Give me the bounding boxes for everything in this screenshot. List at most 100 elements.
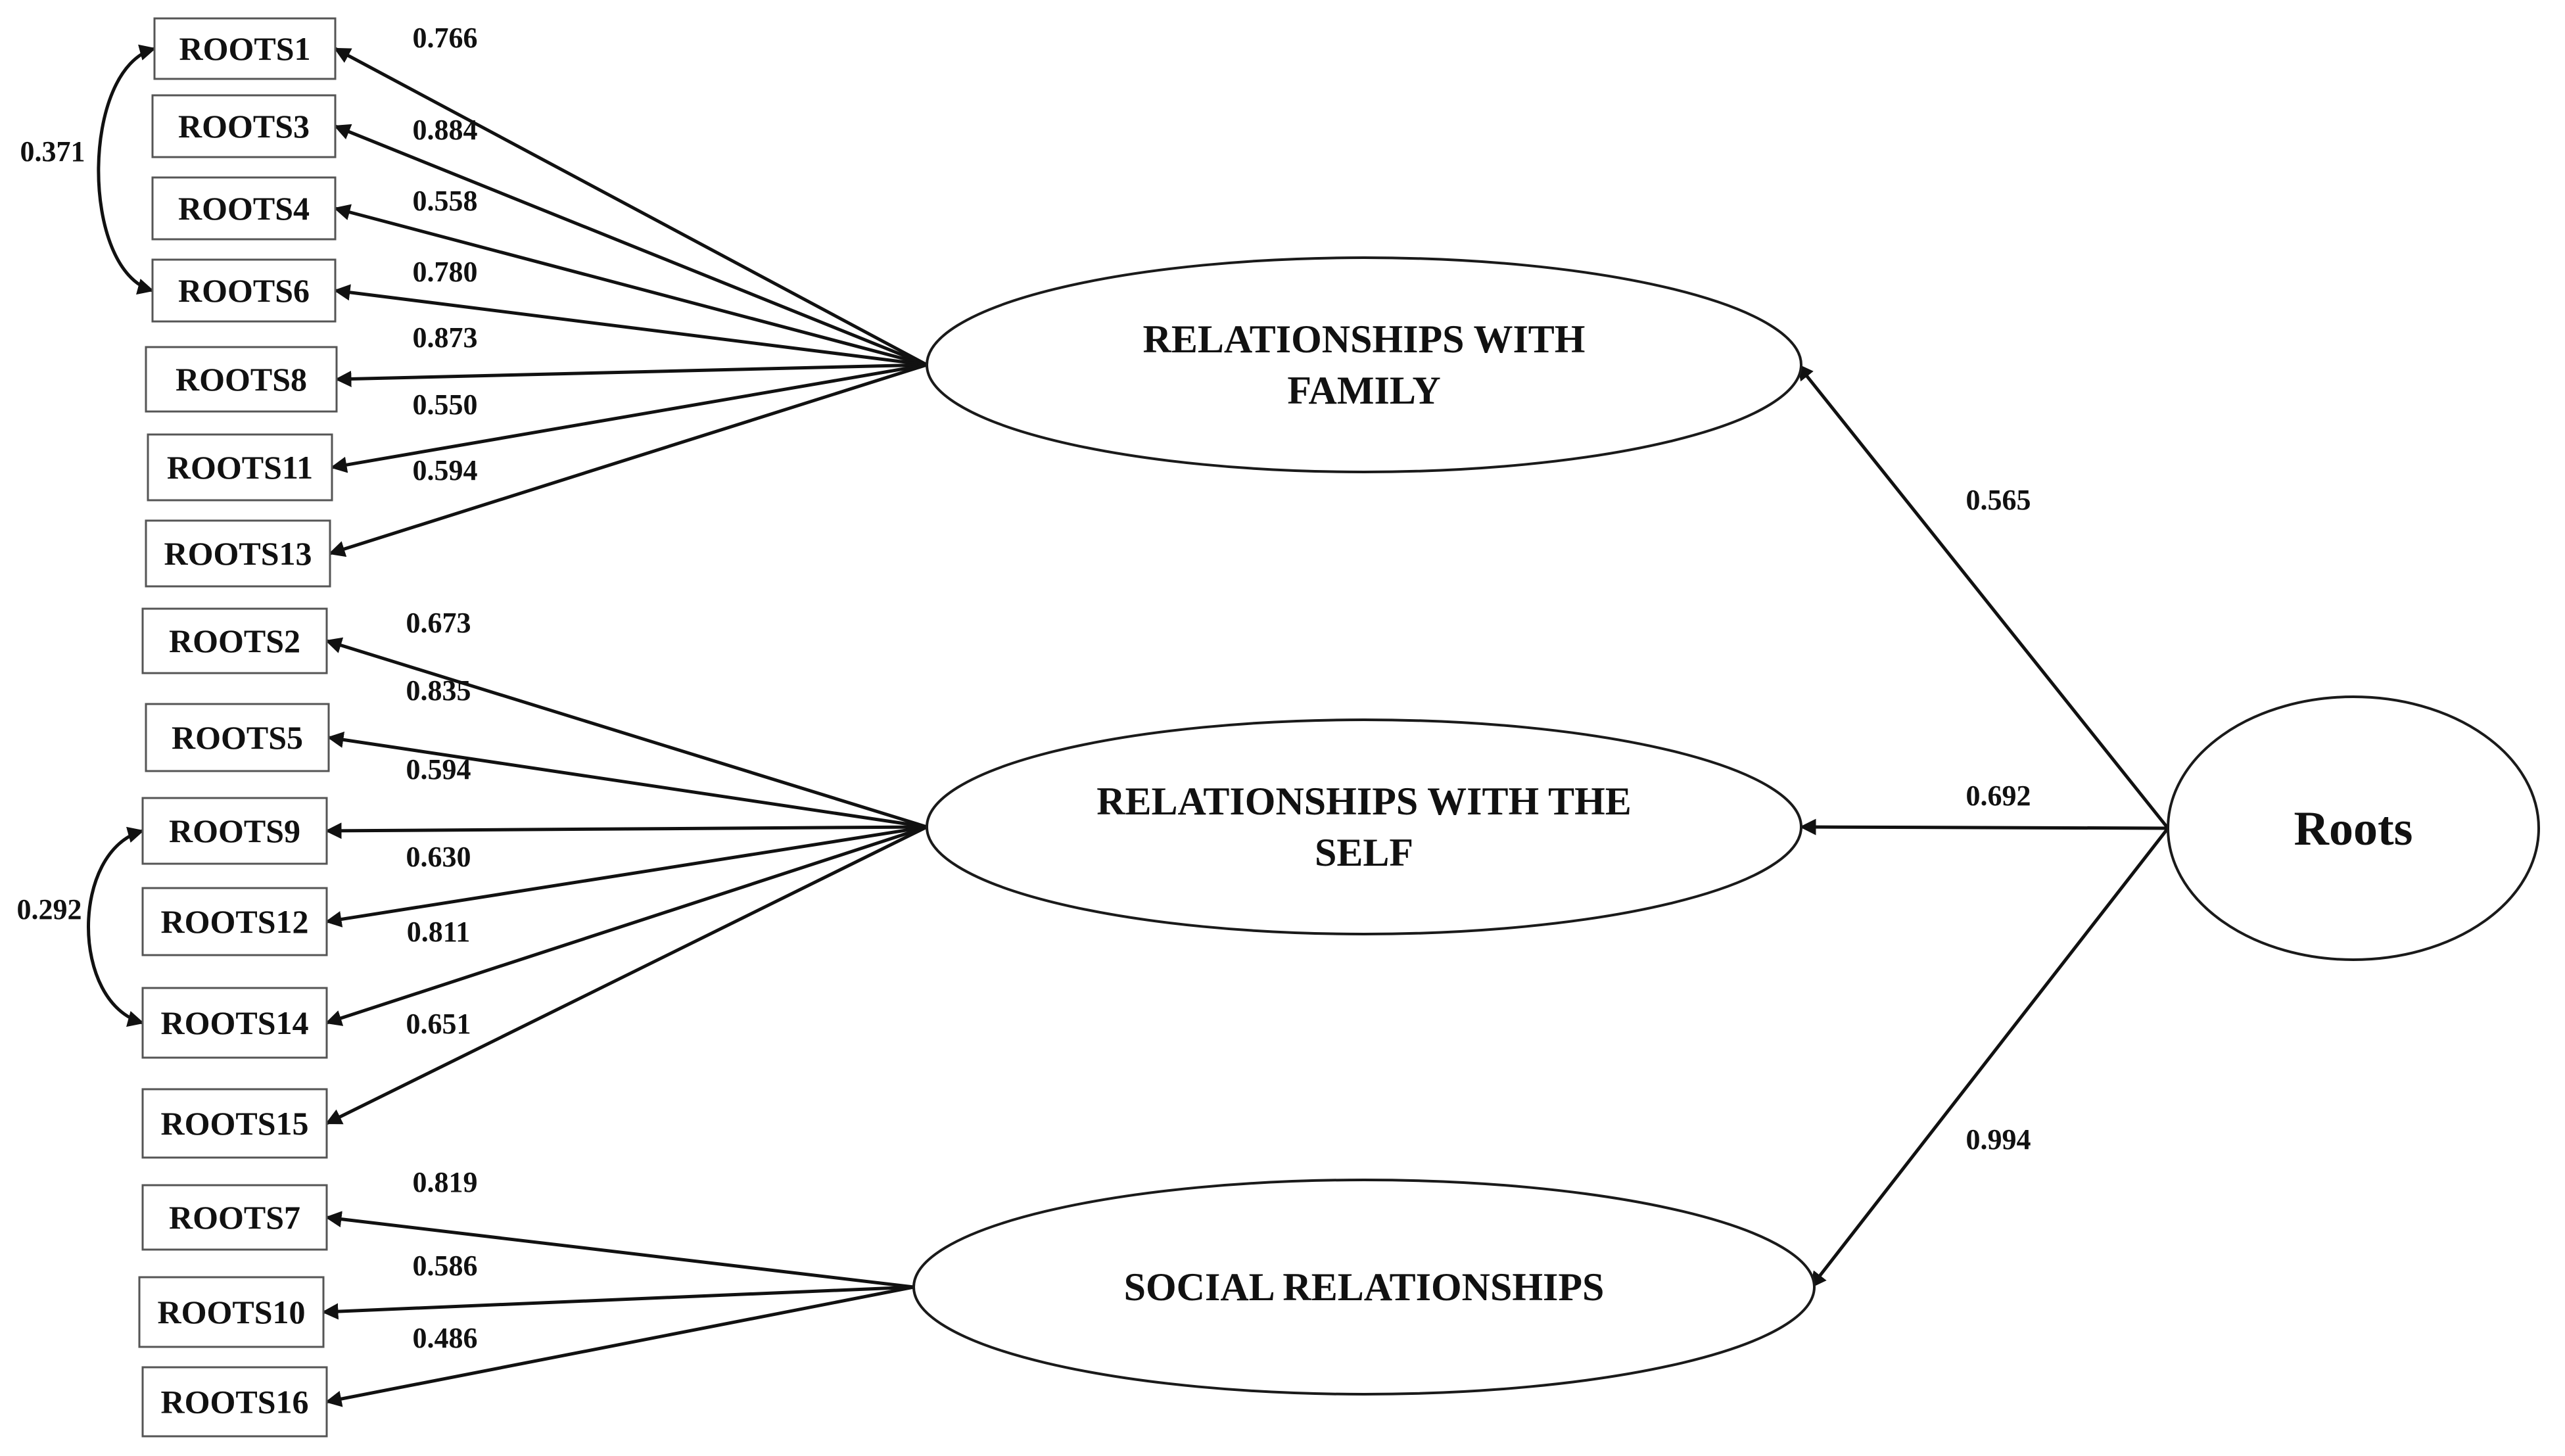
loading-path-r4 bbox=[333, 204, 928, 367]
indicator-box bbox=[138, 1276, 325, 1348]
latent-self: RELATIONSHIPS WITH THE SELF bbox=[926, 718, 1802, 935]
latent-label-line: RELATIONSHIPS WITH bbox=[1143, 317, 1586, 361]
indicator-r14: ROOTS14 bbox=[141, 987, 328, 1059]
indicator-box bbox=[151, 94, 337, 158]
indicator-box bbox=[151, 258, 337, 323]
indicator-label: ROOTS16 bbox=[160, 1384, 308, 1421]
indicator-box bbox=[141, 797, 328, 865]
loading-value: 0.586 bbox=[413, 1250, 478, 1282]
indicator-box bbox=[141, 887, 328, 956]
indicator-box bbox=[145, 346, 338, 413]
indicator-label: ROOTS10 bbox=[157, 1294, 305, 1330]
loading-path-r16 bbox=[325, 1285, 914, 1407]
indicator-label: ROOTS9 bbox=[169, 812, 300, 849]
structural-path-social bbox=[1810, 827, 2169, 1288]
indicator-r1: ROOTS1 bbox=[153, 17, 337, 80]
latent-social: SOCIAL RELATIONSHIPS bbox=[912, 1179, 1816, 1396]
latent-ellipse bbox=[926, 718, 1802, 935]
indicator-box bbox=[151, 176, 337, 241]
indicator-label: ROOTS2 bbox=[169, 622, 300, 659]
latent-label-line: FAMILY bbox=[1287, 369, 1440, 412]
loading-path-r1 bbox=[333, 47, 928, 367]
latent-ellipse bbox=[926, 256, 1802, 473]
latent-label-line: SOCIAL RELATIONSHIPS bbox=[1124, 1265, 1605, 1309]
structural-path-self bbox=[1799, 818, 2169, 835]
label-layer: 0.565 0.692 0.994 0.766 0.884 0.558 0.780 0.873… bbox=[17, 22, 2031, 1354]
indicator-r15: ROOTS15 bbox=[141, 1088, 328, 1159]
indicator-label: ROOTS11 bbox=[167, 449, 313, 486]
root-label: Roots bbox=[2294, 802, 2413, 856]
node-layer: ROOTS1ROOTS3ROOTS4ROOTS6ROOTS8ROOTS11ROO… bbox=[138, 17, 2540, 1438]
indicator-r2: ROOTS2 bbox=[141, 607, 328, 674]
indicator-r12: ROOTS12 bbox=[141, 887, 328, 956]
indicator-r5: ROOTS5 bbox=[145, 703, 330, 772]
covariance-value: 0.292 bbox=[17, 893, 82, 926]
indicator-label: ROOTS7 bbox=[169, 1199, 300, 1236]
indicator-label: ROOTS6 bbox=[178, 272, 310, 309]
indicator-label: ROOTS5 bbox=[172, 719, 303, 756]
loading-path-r14 bbox=[325, 825, 928, 1026]
path-layer bbox=[87, 44, 2169, 1407]
indicator-r16: ROOTS16 bbox=[141, 1366, 328, 1438]
loading-value: 0.811 bbox=[407, 916, 471, 948]
indicator-r11: ROOTS11 bbox=[147, 433, 333, 502]
indicator-r9: ROOTS9 bbox=[141, 797, 328, 865]
indicator-label: ROOTS3 bbox=[178, 108, 310, 145]
loading-value: 0.673 bbox=[406, 607, 471, 639]
loading-value: 0.819 bbox=[413, 1166, 478, 1198]
covariance-path-r9-r14 bbox=[87, 826, 145, 1027]
indicator-r10: ROOTS10 bbox=[138, 1276, 325, 1348]
loading-value: 0.873 bbox=[413, 321, 478, 354]
indicator-box bbox=[147, 433, 333, 502]
loading-value: 0.884 bbox=[413, 114, 478, 146]
loading-path-r5 bbox=[327, 731, 928, 829]
indicator-label: ROOTS12 bbox=[160, 903, 308, 940]
indicator-label: ROOTS15 bbox=[160, 1105, 308, 1142]
loading-value: 0.766 bbox=[413, 22, 478, 54]
root-ellipse bbox=[2167, 695, 2540, 961]
structural-coefficient: 0.692 bbox=[1966, 780, 2031, 812]
root-construct: Roots bbox=[2167, 695, 2540, 961]
indicator-box bbox=[145, 519, 331, 588]
loading-value: 0.835 bbox=[406, 674, 471, 707]
loading-path-r7 bbox=[325, 1211, 914, 1289]
indicator-box bbox=[141, 1088, 328, 1159]
loading-value: 0.558 bbox=[413, 185, 478, 217]
loading-path-r10 bbox=[321, 1285, 914, 1320]
indicator-r6: ROOTS6 bbox=[151, 258, 337, 323]
loading-path-r3 bbox=[333, 124, 928, 367]
indicator-box bbox=[153, 17, 337, 80]
indicator-label: ROOTS1 bbox=[179, 30, 310, 67]
loading-path-r2 bbox=[325, 637, 928, 829]
indicator-box bbox=[141, 1366, 328, 1438]
loading-value: 0.486 bbox=[413, 1322, 478, 1354]
loading-path-r12 bbox=[325, 825, 928, 928]
indicator-box bbox=[141, 987, 328, 1059]
indicator-r13: ROOTS13 bbox=[145, 519, 331, 588]
indicator-label: ROOTS14 bbox=[160, 1004, 308, 1041]
loading-path-r8 bbox=[335, 363, 928, 387]
loading-value: 0.780 bbox=[413, 256, 478, 288]
loading-path-r9 bbox=[325, 822, 928, 839]
loading-value: 0.630 bbox=[406, 841, 471, 873]
indicator-r3: ROOTS3 bbox=[151, 94, 337, 158]
structural-path-family bbox=[1797, 364, 2169, 830]
indicator-label: ROOTS13 bbox=[164, 535, 312, 572]
loading-value: 0.594 bbox=[406, 753, 471, 786]
covariance-path-r1-r6 bbox=[97, 44, 156, 295]
loading-value: 0.651 bbox=[406, 1008, 471, 1040]
loading-path-r13 bbox=[328, 363, 928, 557]
loading-value: 0.594 bbox=[413, 454, 478, 486]
indicator-r7: ROOTS7 bbox=[141, 1184, 328, 1251]
loading-path-r11 bbox=[330, 363, 928, 473]
indicator-box bbox=[141, 607, 328, 674]
structural-coefficient: 0.565 bbox=[1966, 484, 2031, 516]
loading-value: 0.550 bbox=[413, 388, 478, 421]
structural-coefficient: 0.994 bbox=[1966, 1123, 2031, 1156]
loading-path-r15 bbox=[325, 825, 928, 1125]
indicator-r4: ROOTS4 bbox=[151, 176, 337, 241]
loading-path-r6 bbox=[333, 284, 928, 367]
latent-label-line: SELF bbox=[1315, 831, 1413, 874]
latent-label-line: RELATIONSHIPS WITH THE bbox=[1096, 780, 1632, 823]
